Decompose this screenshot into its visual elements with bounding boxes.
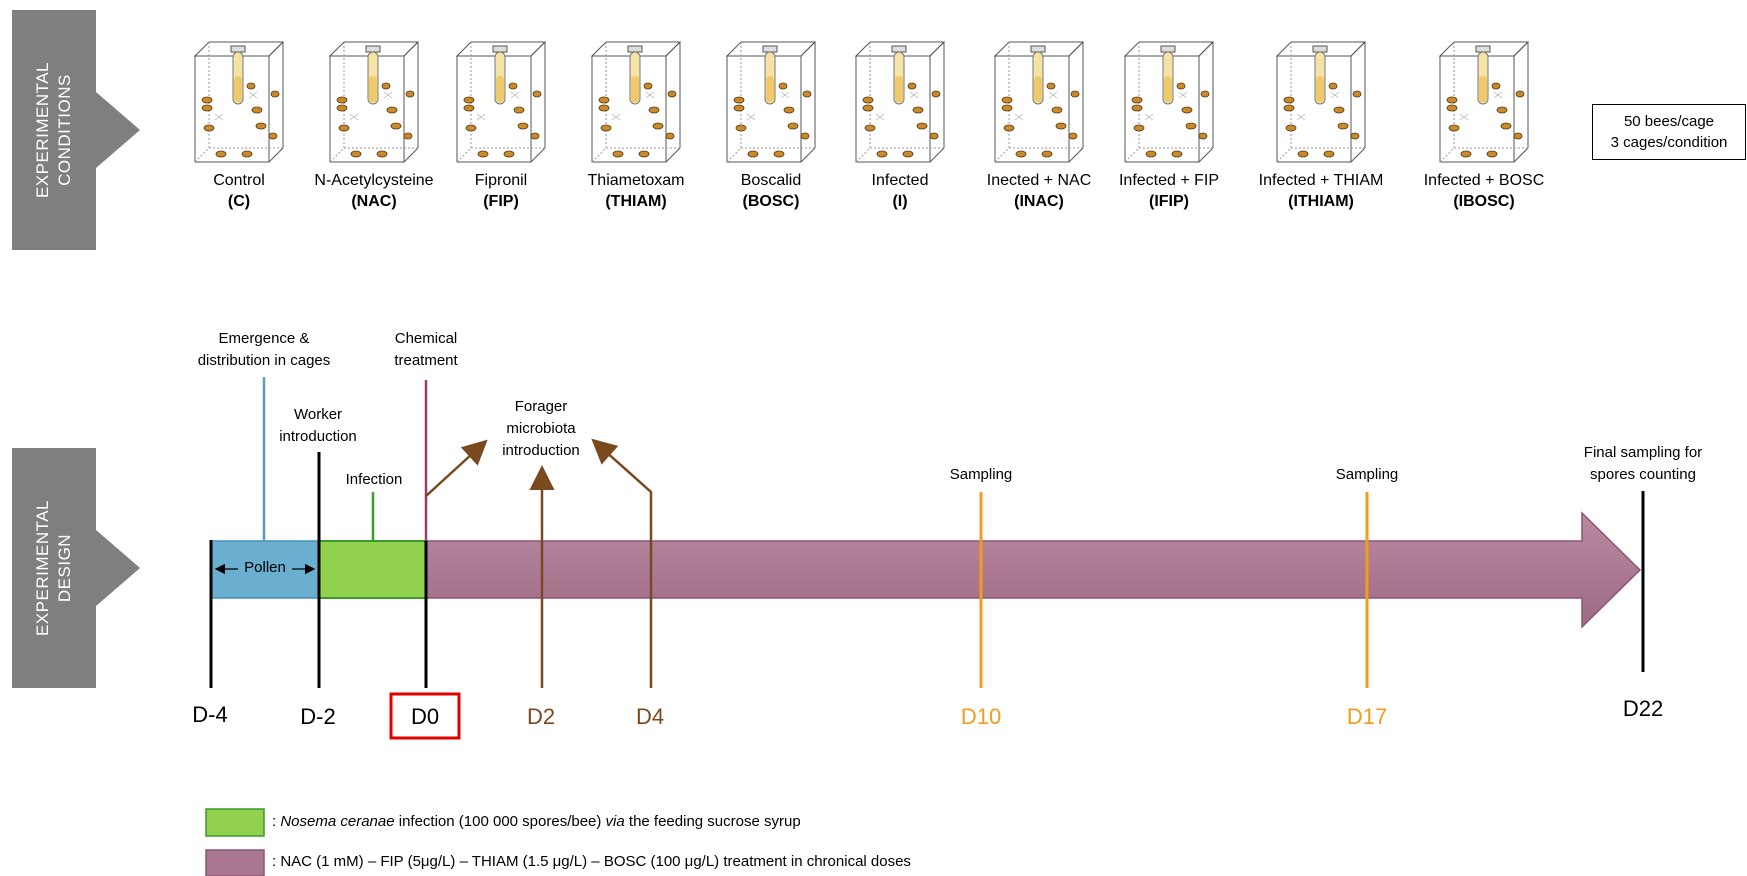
cages-per-condition: 3 cages/condition bbox=[1610, 134, 1728, 151]
d0-highlight-box bbox=[389, 692, 461, 740]
condition-0: Control (C) bbox=[154, 40, 324, 211]
condition-1: N-Acetylcysteine (NAC) bbox=[289, 40, 459, 211]
bees-per-cage: 50 bees/cage bbox=[1623, 113, 1715, 130]
day-label-d4: D4 bbox=[635, 704, 665, 729]
condition-abbr: (ITHIAM) bbox=[1288, 193, 1354, 210]
day-label-d0: D0 bbox=[410, 704, 440, 729]
condition-name: Infected + THIAM bbox=[1258, 172, 1384, 189]
treatment-arrow bbox=[425, 511, 1642, 629]
condition-7: Infected + FIP (IFIP) bbox=[1084, 40, 1254, 211]
condition-abbr: (THIAM) bbox=[605, 193, 667, 210]
condition-abbr: (IFIP) bbox=[1149, 193, 1189, 210]
final-sampling-label: Final sampling for spores counting bbox=[1583, 444, 1703, 483]
chemical-treatment-label: Chemical treatment bbox=[394, 330, 458, 369]
sampling-label-d10: Sampling bbox=[949, 466, 1013, 483]
sampling-label-d17: Sampling bbox=[1335, 466, 1399, 483]
infection-label: Infection bbox=[345, 471, 403, 488]
condition-name: Fipronil bbox=[474, 172, 528, 189]
legend-infection-text: : Nosema ceranae infection (100 000 spor… bbox=[272, 813, 801, 830]
cage-info-box: 50 bees/cage 3 cages/condition bbox=[1592, 104, 1746, 160]
day-label-d22: D22 bbox=[1622, 696, 1664, 721]
condition-name: Inected + NAC bbox=[986, 172, 1092, 189]
pollen-label: Pollen bbox=[238, 557, 292, 579]
day-label-d17: D17 bbox=[1346, 704, 1388, 729]
day-label-d10: D10 bbox=[960, 704, 1002, 729]
legend-treatment-text: : NAC (1 mM) – FIP (5μg/L) – THIAM (1.5 … bbox=[272, 853, 911, 870]
condition-abbr: (FIP) bbox=[483, 193, 519, 210]
condition-abbr: (NAC) bbox=[351, 193, 397, 210]
condition-name: N-Acetylcysteine bbox=[314, 172, 434, 189]
legend-swatch-infection bbox=[205, 808, 265, 837]
condition-name: Thiametoxam bbox=[587, 172, 685, 189]
forager-arrow-d0 bbox=[425, 439, 488, 497]
condition-2: Fipronil (FIP) bbox=[416, 40, 586, 211]
day-label-d-4: D-4 bbox=[192, 702, 228, 727]
condition-abbr: (C) bbox=[227, 193, 251, 210]
forager-arrow-d4 bbox=[591, 438, 653, 688]
experimental-design-tab: EXPERIMENTAL DESIGN bbox=[12, 448, 96, 688]
condition-abbr: (BOSC) bbox=[742, 193, 800, 210]
condition-6: Inected + NAC (INAC) bbox=[954, 40, 1124, 211]
condition-abbr: (I) bbox=[892, 193, 908, 210]
infection-period bbox=[318, 540, 427, 599]
legend-swatch-treatment bbox=[205, 849, 265, 876]
condition-abbr: (IBOSC) bbox=[1453, 193, 1515, 210]
condition-3: Thiametoxam (THIAM) bbox=[551, 40, 721, 211]
day-label-d2: D2 bbox=[526, 704, 556, 729]
forager-introduction-label: Forager microbiota introduction bbox=[502, 398, 580, 459]
emergence-label: Emergence & distribution in cages bbox=[197, 330, 331, 369]
experimental-conditions-tab: EXPERIMENTAL CONDITIONS bbox=[12, 10, 96, 250]
condition-5: Infected (I) bbox=[815, 40, 985, 211]
day-label-d-2: D-2 bbox=[300, 704, 336, 729]
condition-4: Boscalid (BOSC) bbox=[686, 40, 856, 211]
condition-name: Infected bbox=[871, 172, 929, 189]
condition-name: Infected + FIP bbox=[1118, 172, 1220, 189]
worker-introduction-label: Worker introduction bbox=[279, 406, 357, 445]
condition-9: Infected + BOSC (IBOSC) bbox=[1399, 40, 1569, 211]
condition-name: Control bbox=[213, 172, 265, 189]
condition-8: Infected + THIAM (ITHIAM) bbox=[1236, 40, 1406, 211]
condition-name: Boscalid bbox=[740, 172, 802, 189]
condition-abbr: (INAC) bbox=[1014, 193, 1064, 210]
condition-name: Infected + BOSC bbox=[1423, 172, 1545, 189]
